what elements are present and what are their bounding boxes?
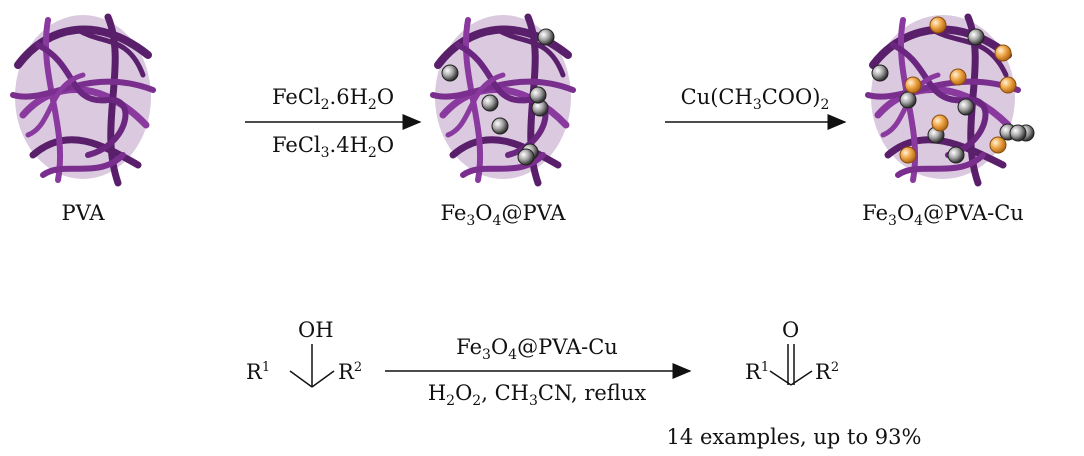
product-r1: R1: [745, 360, 770, 384]
product-o: O: [782, 318, 800, 342]
product-r2: R2: [815, 360, 840, 384]
step2-reagent: Cu(CH3COO)2: [680, 85, 830, 114]
reactant-skeleton: [289, 344, 335, 388]
product-skeleton: [769, 344, 813, 386]
fe3o4-pva-cu-image: [865, 13, 1035, 187]
step1-reagent-top: FeCl2.6H2O: [271, 85, 395, 114]
reaction-result: 14 examples, up to 93%: [666, 425, 922, 449]
label-pva: PVA: [61, 201, 105, 225]
label-fe3o4-pva-cu: Fe3O4@PVA-Cu: [862, 201, 1024, 230]
reactant-oh: OH: [298, 318, 334, 342]
reactant-r2: R2: [338, 360, 363, 384]
reactant-r1: R1: [246, 360, 271, 384]
label-fe3o4-pva: Fe3O4@PVA: [440, 201, 566, 230]
step1-reagent-bottom: FeCl3.4H2O: [271, 133, 395, 162]
pva-polymer-image: [10, 13, 156, 187]
reaction-catalyst: Fe3O4@PVA-Cu: [456, 335, 618, 364]
reaction-conditions: H2O2, CH3CN, reflux: [427, 381, 647, 410]
fe3o4-pva-image: [430, 13, 576, 187]
